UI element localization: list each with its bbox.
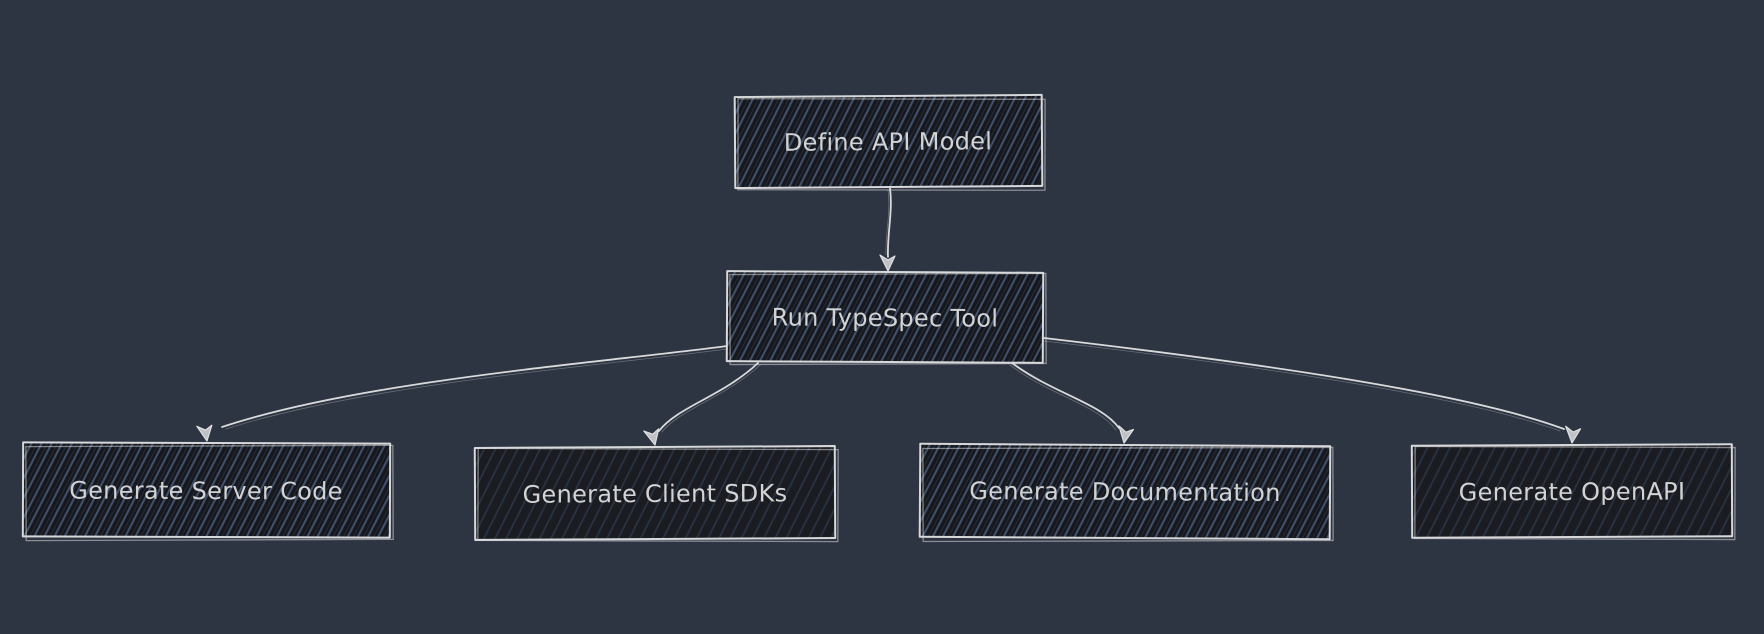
node-label-generate-client-sdks: Generate Client SDKs bbox=[523, 479, 788, 508]
edge-run-to-client bbox=[643, 362, 761, 446]
node-label-run-typespec-tool: Run TypeSpec Tool bbox=[772, 303, 999, 332]
node-generate-client-sdks: Generate Client SDKs bbox=[473, 445, 839, 543]
node-define-api-model: Define API Model bbox=[733, 93, 1046, 191]
node-label-define-api-model: Define API Model bbox=[784, 127, 993, 156]
edge-run-to-docs bbox=[1009, 362, 1135, 444]
arrowhead-openapi bbox=[1565, 425, 1582, 444]
edge-define-to-run bbox=[879, 187, 896, 272]
node-label-generate-server-code: Generate Server Code bbox=[69, 477, 343, 506]
node-generate-openapi: Generate OpenAPI bbox=[1410, 443, 1736, 541]
node-label-generate-documentation: Generate Documentation bbox=[969, 477, 1281, 507]
edge-run-to-server bbox=[196, 345, 728, 442]
edge-run-to-openapi bbox=[1043, 337, 1582, 444]
node-run-typespec-tool: Run TypeSpec Tool bbox=[725, 270, 1047, 366]
arrowhead-docs bbox=[1118, 425, 1135, 444]
arrowhead-run bbox=[879, 254, 896, 272]
arrowhead-server bbox=[196, 424, 213, 442]
arrowhead-client bbox=[643, 428, 660, 446]
node-generate-documentation: Generate Documentation bbox=[918, 442, 1334, 543]
node-generate-server-code: Generate Server Code bbox=[21, 441, 394, 542]
node-label-generate-openapi: Generate OpenAPI bbox=[1459, 478, 1686, 507]
